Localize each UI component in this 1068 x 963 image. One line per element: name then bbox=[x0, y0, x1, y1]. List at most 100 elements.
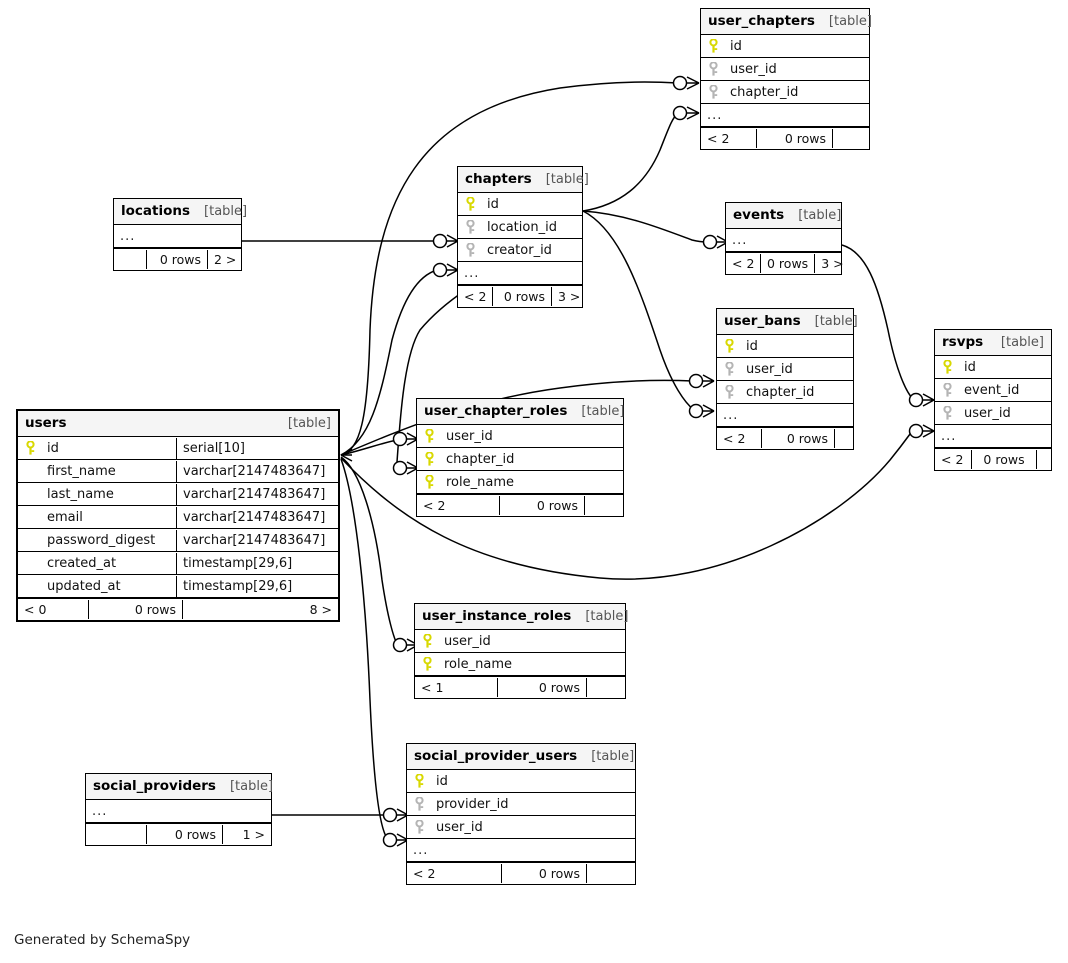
footer-parents: < 0 bbox=[24, 602, 47, 617]
column-row[interactable]: creator_id bbox=[458, 239, 582, 262]
table-users[interactable]: users [table] id serial[10] first_name v… bbox=[16, 409, 340, 622]
column-row[interactable]: chapter_id bbox=[417, 448, 623, 471]
footer-children bbox=[587, 686, 625, 690]
column-row[interactable]: chapter_id bbox=[701, 81, 869, 104]
column-name: chapter_id bbox=[446, 451, 515, 467]
column-row[interactable]: updated_at timestamp[29,6] bbox=[18, 575, 338, 598]
column-row[interactable]: role_name bbox=[415, 653, 625, 676]
table-user_chapters[interactable]: user_chapters [table] id user_id chapter… bbox=[700, 8, 872, 150]
column-row[interactable]: user_id bbox=[935, 402, 1051, 425]
primary-key-icon bbox=[24, 439, 37, 456]
foreign-key-icon bbox=[707, 60, 720, 77]
column-name: role_name bbox=[444, 656, 512, 672]
column-row[interactable]: email varchar[2147483647] bbox=[18, 506, 338, 529]
column-row[interactable]: user_id bbox=[417, 425, 623, 448]
column-name: role_name bbox=[446, 474, 514, 490]
column-name: email bbox=[47, 509, 83, 525]
footer-parents: < 2 bbox=[723, 431, 746, 446]
table-footer: < 2 0 rows bbox=[701, 127, 869, 149]
table-title: user_chapters bbox=[708, 13, 815, 29]
column-row[interactable]: user_id bbox=[701, 58, 869, 81]
edge-chapters-events bbox=[582, 210, 708, 243]
column-row[interactable]: id serial[10] bbox=[18, 437, 338, 460]
column-name: user_id bbox=[444, 633, 491, 649]
primary-key-icon bbox=[423, 427, 436, 444]
column-row[interactable]: location_id bbox=[458, 216, 582, 239]
column-row[interactable]: id bbox=[458, 193, 582, 216]
table-user_chapter_roles[interactable]: user_chapter_roles [table] user_id chapt… bbox=[416, 398, 624, 517]
table-locations[interactable]: locations [table] ... 0 rows 2 > bbox=[113, 198, 247, 271]
table-social_provider_users[interactable]: social_provider_users [table] id provide… bbox=[406, 743, 636, 885]
more-columns-indicator: ... bbox=[717, 404, 853, 427]
more-columns-indicator: ... bbox=[114, 225, 241, 248]
table-tag: [table] bbox=[814, 314, 858, 329]
column-row[interactable]: id bbox=[717, 335, 853, 358]
footer-children bbox=[585, 504, 623, 508]
column-name: id bbox=[436, 773, 448, 789]
column-type: timestamp[29,6] bbox=[176, 575, 338, 597]
table-chapters[interactable]: chapters [table] id location_id creator_… bbox=[457, 166, 589, 308]
table-footer: < 2 0 rows 3 > bbox=[458, 285, 582, 307]
column-row[interactable]: first_name varchar[2147483647] bbox=[18, 460, 338, 483]
table-rsvps[interactable]: rsvps [table] id event_id user_id ... < … bbox=[934, 329, 1052, 471]
column-row[interactable]: provider_id bbox=[407, 793, 635, 816]
column-row[interactable]: id bbox=[407, 770, 635, 793]
table-events[interactable]: events [table] ... < 2 0 rows 3 > bbox=[725, 202, 844, 275]
column-row[interactable]: id bbox=[935, 356, 1051, 379]
ellipsis-label: ... bbox=[92, 803, 108, 819]
ellipsis-label: ... bbox=[707, 107, 723, 123]
primary-key-icon bbox=[941, 358, 954, 375]
footer-parents: < 2 bbox=[423, 498, 446, 513]
footer-rowcount: 0 rows bbox=[146, 250, 208, 269]
footer-parents: < 2 bbox=[464, 289, 487, 304]
column-name: user_id bbox=[446, 428, 493, 444]
column-name: id bbox=[746, 338, 758, 354]
table-user_bans[interactable]: user_bans [table] id user_id chapter_id … bbox=[716, 308, 858, 450]
table-tag: [table] bbox=[204, 204, 248, 219]
table-social_providers[interactable]: social_providers [table] ... 0 rows 1 > bbox=[85, 773, 273, 846]
column-row[interactable]: event_id bbox=[935, 379, 1051, 402]
table-title: user_chapter_roles bbox=[424, 403, 568, 419]
column-row[interactable]: user_id bbox=[717, 358, 853, 381]
column-name: user_id bbox=[746, 361, 793, 377]
table-footer: < 2 0 rows bbox=[407, 862, 635, 884]
column-row[interactable]: role_name bbox=[417, 471, 623, 494]
table-header: locations [table] bbox=[114, 199, 247, 225]
column-name: id bbox=[47, 440, 59, 456]
table-header: events [table] bbox=[726, 203, 841, 229]
edge-chapters-user_bans-chapter bbox=[582, 210, 695, 411]
footer-rowcount: 0 rows bbox=[761, 429, 835, 448]
column-row[interactable]: created_at timestamp[29,6] bbox=[18, 552, 338, 575]
footer-rowcount: 0 rows bbox=[499, 496, 585, 515]
table-footer: < 2 0 rows bbox=[417, 494, 623, 516]
primary-key-icon bbox=[464, 195, 477, 212]
footer-parents bbox=[114, 258, 146, 262]
column-row[interactable]: last_name varchar[2147483647] bbox=[18, 483, 338, 506]
column-name: user_id bbox=[964, 405, 1011, 421]
column-row[interactable]: password_digest varchar[2147483647] bbox=[18, 529, 338, 552]
column-row[interactable]: chapter_id bbox=[717, 381, 853, 404]
column-row[interactable]: user_id bbox=[407, 816, 635, 839]
footer-rowcount: 0 rows bbox=[492, 287, 552, 306]
footer-children bbox=[835, 437, 853, 441]
column-type: varchar[2147483647] bbox=[176, 506, 338, 528]
foreign-key-icon bbox=[464, 241, 477, 258]
footer-children bbox=[587, 872, 635, 876]
more-columns-indicator: ... bbox=[458, 262, 582, 285]
column-name: provider_id bbox=[436, 796, 509, 812]
ellipsis-label: ... bbox=[413, 842, 429, 858]
table-title: user_bans bbox=[724, 313, 801, 329]
ellipsis-label: ... bbox=[723, 407, 739, 423]
column-row[interactable]: user_id bbox=[415, 630, 625, 653]
column-name: chapter_id bbox=[746, 384, 815, 400]
column-name: updated_at bbox=[47, 578, 121, 594]
column-name: last_name bbox=[47, 486, 114, 502]
table-title: chapters bbox=[465, 171, 532, 187]
column-row[interactable]: id bbox=[701, 35, 869, 58]
footer-children: 8 > bbox=[309, 602, 332, 617]
column-type: serial[10] bbox=[176, 437, 338, 459]
table-user_instance_roles[interactable]: user_instance_roles [table] user_id role… bbox=[414, 603, 628, 699]
table-tag: [table] bbox=[581, 404, 625, 419]
foreign-key-icon bbox=[941, 404, 954, 421]
